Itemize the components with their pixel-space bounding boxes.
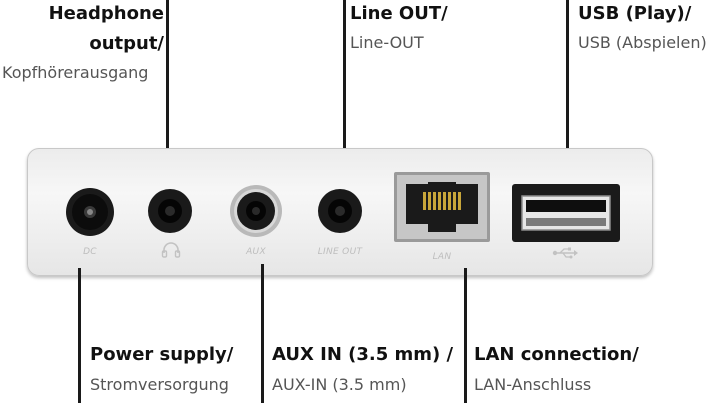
power-label-en: Power supply/	[90, 344, 234, 365]
usb-callout-line	[566, 0, 569, 180]
headphone-port[interactable]	[147, 188, 193, 234]
lan-port-label: LAN	[432, 252, 452, 262]
lan-label-de: LAN-Anschluss	[474, 375, 592, 394]
aux-label-en: AUX IN (3.5 mm) /	[272, 344, 454, 365]
power-label-de: Stromversorgung	[90, 375, 229, 394]
lan-label-en: LAN connection/	[474, 344, 639, 365]
line-out-port[interactable]	[317, 188, 363, 234]
line-out-label-en: Line OUT/	[350, 3, 448, 24]
dc-port[interactable]	[65, 187, 115, 237]
dc-port-label: DC	[83, 247, 97, 257]
power-callout-line	[78, 268, 81, 403]
line-out-port-label: LINE OUT	[317, 247, 363, 257]
line-out-label-de: Line-OUT	[350, 33, 424, 52]
line-out-callout-line	[343, 0, 346, 193]
headphone-callout-line	[166, 0, 169, 193]
aux-label-de: AUX-IN (3.5 mm)	[272, 375, 407, 394]
aux-callout-line	[261, 264, 264, 403]
headphone-label-en-2: output/	[89, 33, 164, 54]
usb-label-de: USB (Abspielen)	[578, 33, 707, 52]
lan-callout-line	[464, 268, 467, 403]
usb-symbol-icon	[552, 247, 578, 259]
lan-port[interactable]	[394, 172, 490, 242]
usb-port[interactable]	[512, 184, 620, 242]
headphone-label-de: Kopfhörerausgang	[2, 63, 149, 82]
aux-port[interactable]	[229, 184, 283, 238]
headphone-icon	[161, 242, 181, 258]
aux-port-label: AUX	[246, 247, 266, 257]
usb-label-en: USB (Play)/	[578, 3, 692, 24]
headphone-label-en-1: Headphone	[48, 3, 164, 24]
